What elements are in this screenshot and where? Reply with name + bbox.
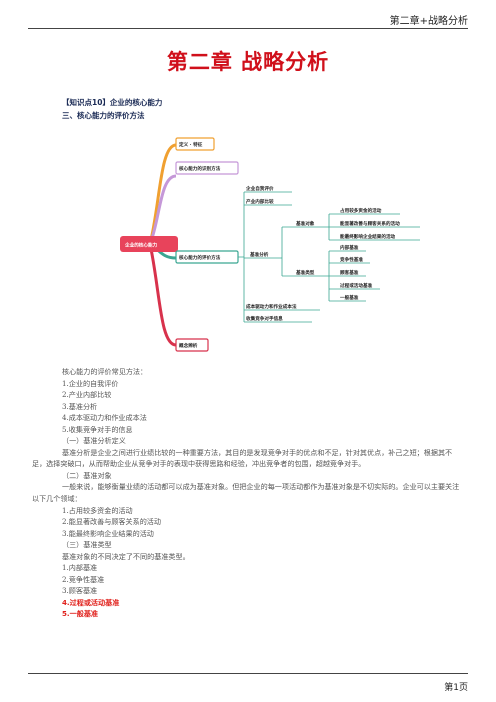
type-item-3: 3.顾客基准 <box>62 586 98 596</box>
object-3: 能最终影响企业结果的活动 <box>340 233 396 240</box>
type-5: 一般基准 <box>340 294 359 301</box>
body-text: 核心能力的评价常见方法： 1.企业的自我评价 2.产业内部比较 3.基准分析 4… <box>32 366 466 620</box>
eval-info: 收集竞争对手信息 <box>246 315 283 322</box>
subheading-object: （二）基准对象 <box>62 470 112 480</box>
eval-benchmark: 基准分析 <box>249 251 269 258</box>
branch-evaluation-label: 核心能力的评价方法 <box>179 254 221 261</box>
intro-line: 核心能力的评价常见方法： <box>62 367 148 376</box>
page-footer: 第1页 <box>28 673 468 693</box>
object-item-3: 3.能最终影响企业结果的活动 <box>62 528 154 538</box>
method-4: 4.成本驱动力和作业成本法 <box>62 413 147 423</box>
branch-definition-label: 定义 · 特征 <box>179 141 203 148</box>
eval-internal: 产业内部比较 <box>246 198 274 205</box>
branch-identification-box <box>175 161 239 175</box>
link-concept <box>148 243 177 347</box>
page-header: 第二章+战略分析 <box>28 6 468 29</box>
eval-cost: 成本驱动力和作业成本法 <box>246 303 297 310</box>
type-paragraph: 基准对象的不同决定了不同的基准类型。 <box>62 551 190 561</box>
object-1: 占用较多资金的活动 <box>340 207 382 214</box>
chapter-title: 第二章 战略分析 <box>166 49 330 74</box>
method-2: 2.产业内部比较 <box>62 390 112 400</box>
link-identification <box>148 174 177 245</box>
subheading-definition: （一）基准分析定义 <box>62 436 126 446</box>
type-2: 竞争性基准 <box>339 256 363 263</box>
type-4: 过程或活动基准 <box>340 282 373 289</box>
benchmark-type: 基准类型 <box>295 269 315 276</box>
root-node <box>120 236 178 252</box>
object-item-2: 2.能显著改善与顾客关系的活动 <box>62 517 161 527</box>
evaluation-links <box>238 191 420 323</box>
definition-paragraph: 基准分析是企业之间进行业绩比较的一种重要方法，其目的是发现竞争对手的优点和不足，… <box>32 447 453 469</box>
method-5: 5.收集竞争对手的信息 <box>62 424 133 434</box>
type-item-4: 4.过程或活动基准 <box>62 597 120 607</box>
branch-concept-box <box>175 338 209 352</box>
running-title: 第二章+战略分析 <box>389 16 468 27</box>
branch-identification-label: 核心能力的识别方法 <box>179 165 221 172</box>
subheading-type: （三）基准类型 <box>62 540 112 550</box>
type-item-2: 2.竞争性基准 <box>62 574 105 584</box>
root-label: 企业的核心能力 <box>124 242 158 249</box>
type-1: 内部基准 <box>340 244 359 251</box>
page-number: 第1页 <box>444 683 468 693</box>
eval-self: 企业自我评价 <box>245 185 274 192</box>
method-3: 3.基准分析 <box>62 401 98 411</box>
object-paragraph: 一般来说，能够衡量业绩的活动都可以成为基准对象。但把企业的每一项活动都作为基准对… <box>32 482 460 504</box>
section-heading: 三、核心能力的评价方法 <box>62 111 145 120</box>
object-item-1: 1.占用较多资金的活动 <box>62 505 133 515</box>
branch-concept-label: 概念辨析 <box>179 342 198 349</box>
branch-definition-box <box>175 137 215 151</box>
knowledge-point-heading: 【知识点10】企业的核心能力 <box>62 98 163 107</box>
type-3: 顾客基准 <box>340 269 359 276</box>
benchmark-object: 基准对象 <box>295 220 315 227</box>
type-item-5: 5.一般基准 <box>62 609 99 619</box>
method-1: 1.企业的自我评价 <box>62 378 119 388</box>
object-2: 能显著改善与顾客关系的活动 <box>340 220 400 227</box>
type-item-1: 1.内部基准 <box>62 563 98 573</box>
